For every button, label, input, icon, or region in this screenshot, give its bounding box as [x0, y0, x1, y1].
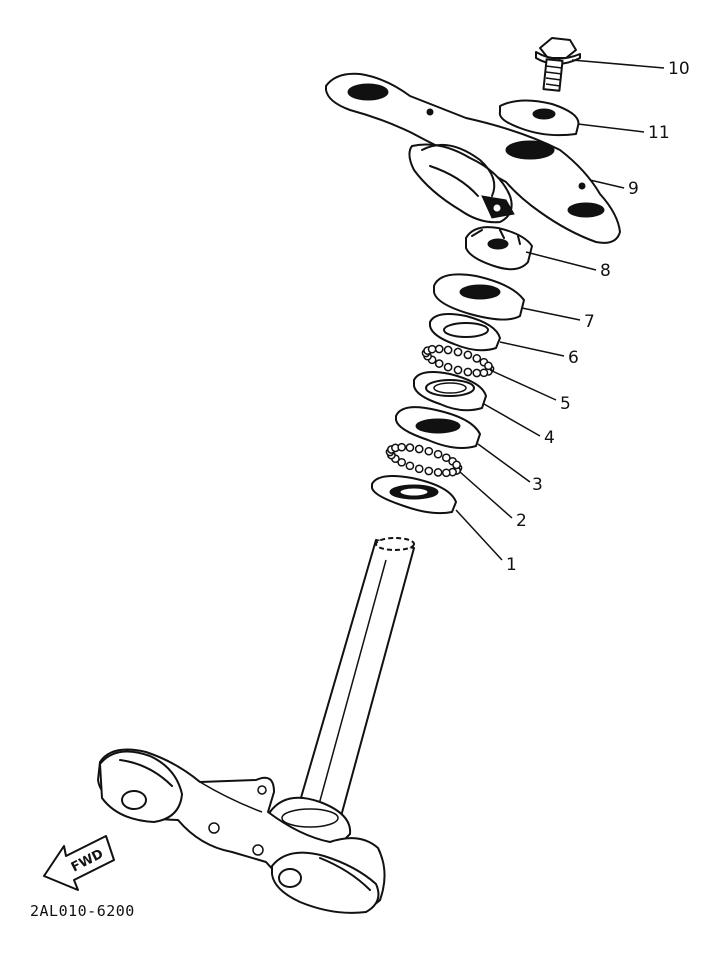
callout-7: 7 — [584, 312, 595, 332]
callout-8: 8 — [600, 261, 611, 281]
bearing-ball — [434, 344, 444, 354]
part-9-upper-bracket — [325, 72, 621, 244]
fwd-arrow-icon: FWD — [43, 835, 115, 891]
bearing-ball — [397, 442, 407, 452]
part-3-race — [395, 406, 481, 449]
bearing-ball — [405, 443, 415, 452]
bearing-ball — [414, 464, 424, 474]
leader-lines — [455, 59, 665, 561]
bearing-ball — [433, 468, 443, 477]
bearing-ball — [484, 361, 493, 371]
part-7-cover — [433, 273, 525, 321]
bearing-ball — [434, 359, 444, 368]
bearing-ball — [443, 362, 453, 372]
part-10-bolt — [535, 37, 581, 92]
part-1-seal — [371, 475, 457, 515]
part-2-ball-bearings — [385, 442, 463, 478]
bearing-ball — [424, 466, 434, 476]
part-4-race — [413, 371, 487, 412]
bearing-ball — [414, 444, 424, 454]
steering-stem-lower-bracket — [97, 537, 415, 914]
part-11-washer — [498, 99, 580, 137]
bearing-ball — [433, 449, 443, 459]
callout-9: 9 — [628, 179, 639, 199]
callout-6: 6 — [568, 348, 579, 368]
callout-4: 4 — [544, 428, 555, 448]
bearing-ball — [424, 446, 434, 456]
bearing-ball — [479, 368, 489, 378]
part-6-race — [429, 313, 501, 352]
callout-2: 2 — [516, 511, 527, 531]
bearing-ball — [443, 345, 453, 355]
callout-10: 10 — [668, 59, 690, 79]
bearing-ball — [453, 365, 463, 375]
bearing-ball — [453, 347, 463, 357]
callout-3: 3 — [532, 475, 543, 495]
bearing-ball — [405, 461, 415, 471]
callout-11: 11 — [648, 123, 670, 143]
callout-1: 1 — [506, 555, 517, 575]
bearing-ball — [452, 460, 461, 470]
bearing-ball — [397, 457, 407, 467]
bearing-ball — [472, 368, 482, 378]
callout-5: 5 — [560, 394, 571, 414]
bearing-ball — [441, 453, 451, 463]
bearing-ball — [441, 468, 451, 478]
bearing-ball — [427, 344, 437, 354]
drawing-code: 2AL010-6200 — [30, 902, 135, 920]
callouts: 10 11 9 8 7 6 5 4 3 2 1 — [506, 59, 690, 575]
bearing-ball — [463, 350, 473, 360]
part-8-ring-nut — [465, 226, 533, 271]
bearing-ball — [472, 354, 482, 363]
bearing-ball — [463, 367, 473, 377]
